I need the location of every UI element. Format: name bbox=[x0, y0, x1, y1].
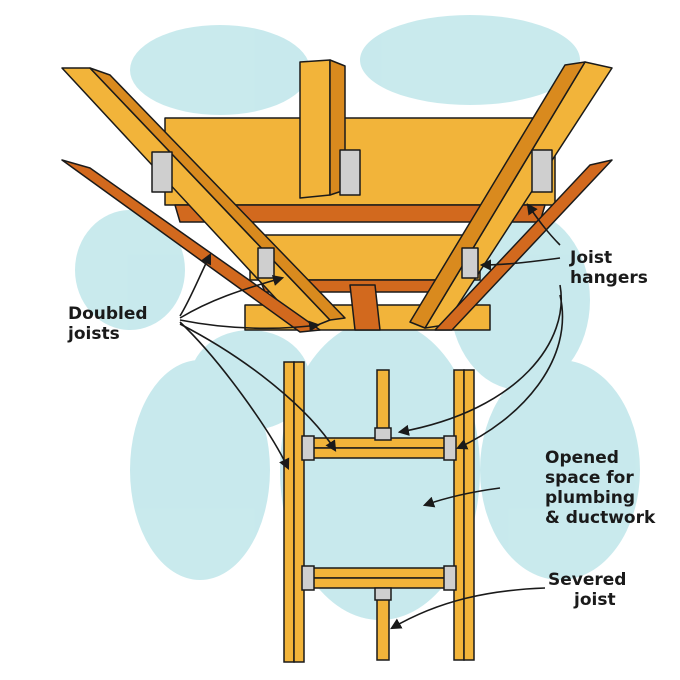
label-opened-space: Opened space for plumbing & ductwork bbox=[545, 448, 655, 528]
leader-arrows bbox=[179, 203, 564, 630]
label-opened-space-line1: Opened bbox=[545, 448, 619, 468]
label-severed-joist-line2: joist bbox=[574, 590, 616, 610]
lower-framing bbox=[283, 361, 475, 663]
label-joist-hangers-line2: hangers bbox=[570, 268, 648, 288]
label-joist-hangers-line1: Joist bbox=[570, 248, 613, 268]
label-doubled-joists: Doubled joists bbox=[68, 304, 148, 344]
label-doubled-joists-line2: joists bbox=[68, 324, 120, 344]
label-severed-joist-line1: Severed bbox=[548, 570, 627, 590]
upper-framing bbox=[61, 59, 613, 333]
watercolor-background bbox=[75, 15, 640, 620]
label-severed-joist: Severed joist bbox=[548, 570, 626, 610]
label-joist-hangers: Joist hangers bbox=[570, 248, 648, 288]
label-opened-space-line2: space for bbox=[545, 468, 634, 488]
label-opened-space-line4: & ductwork bbox=[545, 508, 656, 528]
label-doubled-joists-line1: Doubled bbox=[68, 304, 148, 324]
label-opened-space-line3: plumbing bbox=[545, 488, 636, 508]
